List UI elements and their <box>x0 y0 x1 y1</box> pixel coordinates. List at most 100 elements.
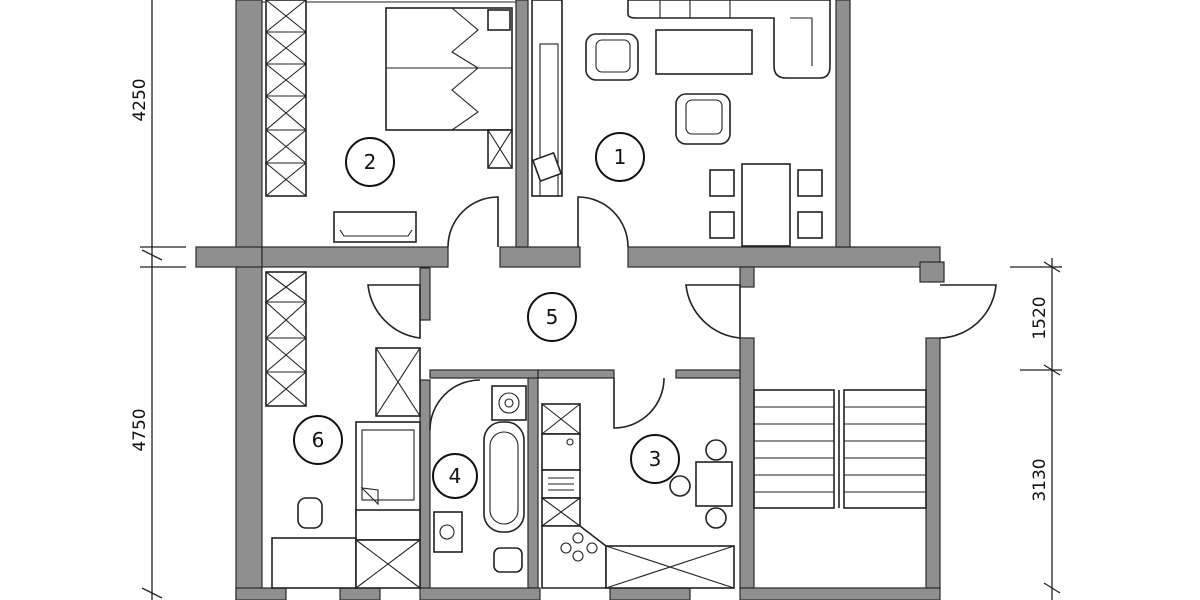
dim-right-upper-text: 1520 <box>1030 296 1050 339</box>
wall-bottom-b <box>339 587 381 600</box>
stair-flight-left <box>753 389 835 509</box>
room-6-circle <box>293 415 343 465</box>
wall-mid-a <box>261 246 449 268</box>
dimensions-left: 4250 4750 <box>130 0 186 600</box>
door-room6-swing <box>367 284 421 339</box>
wardrobe-room2-cross <box>265 0 307 197</box>
kitchen-table <box>695 461 733 507</box>
kitchen-cabinet-bottom-cross <box>605 545 735 589</box>
room-6-label: 6 <box>312 428 325 452</box>
door-entrance-swing <box>685 284 741 339</box>
wall-unit-inner <box>539 43 559 197</box>
kitchen-cabinet-top-cross <box>541 403 581 435</box>
pillow-top <box>487 9 511 31</box>
radiator-room2 <box>333 211 417 243</box>
wall-left-outer <box>235 0 263 600</box>
dining-table <box>741 163 791 247</box>
armchair-1 <box>585 33 639 81</box>
room-1-circle <box>595 132 645 182</box>
wall-kitchen-top <box>537 369 615 379</box>
stair-treads <box>754 406 926 493</box>
washbasin-drain <box>439 524 455 540</box>
drawer-room6 <box>355 509 421 541</box>
room-2-furniture <box>265 0 513 243</box>
chair-dining-2 <box>709 211 735 239</box>
wall-partition-6-4 <box>419 267 431 321</box>
dim-right-lower-text: 3130 <box>1030 458 1050 501</box>
wall-bottom-a <box>235 587 287 600</box>
coffee-table <box>655 29 753 75</box>
radiator-room2-detail <box>339 229 413 237</box>
counter-lines <box>548 477 574 491</box>
wardrobe-room6-cross <box>265 271 307 407</box>
room-2-label: 2 <box>364 150 377 174</box>
walls <box>195 0 945 600</box>
dim-left-upper-text: 4250 <box>130 78 150 121</box>
sink <box>541 433 581 471</box>
bed-room6-inner <box>361 429 415 501</box>
wall-mid-b <box>499 246 581 268</box>
wall-stair-left <box>739 337 755 589</box>
wall-bottom-e <box>739 587 941 600</box>
armchair-2 <box>675 93 731 145</box>
room-1-label: 1 <box>614 145 627 169</box>
room-1-furniture <box>531 0 831 247</box>
sink-drain <box>566 438 574 446</box>
door-room2-swing <box>447 196 499 248</box>
wall-mid-left-stub <box>195 246 263 268</box>
chair-dining-1 <box>709 169 735 197</box>
stool-3 <box>705 507 727 529</box>
washbasin <box>433 511 463 553</box>
wall-bottom-d <box>609 587 691 600</box>
room-5-circle <box>527 292 577 342</box>
stair-flight-right <box>843 389 927 509</box>
room-5-label: 5 <box>546 305 559 329</box>
cabinet-room6-cross <box>375 347 421 417</box>
wall-stair-right <box>925 337 941 589</box>
desk-room6 <box>271 537 357 589</box>
room-3-circle <box>630 434 680 484</box>
door-bath-swing <box>429 379 481 431</box>
sofa-cushions <box>659 0 813 66</box>
dim-left-tick-1 <box>141 249 163 261</box>
room-2-circle <box>345 137 395 187</box>
wall-right-room1 <box>835 0 851 248</box>
wall-partition-6-4-lower <box>419 379 431 589</box>
tv-set <box>531 151 563 183</box>
door-landing-swing <box>939 284 997 339</box>
bathtub <box>483 421 525 533</box>
bed-room6-fold <box>360 487 379 506</box>
boiler <box>491 385 527 421</box>
wall-stair-left-top <box>739 266 755 288</box>
chair-dining-4 <box>797 211 823 239</box>
sofa <box>627 0 831 79</box>
dim-right-tick-3 <box>1043 582 1061 594</box>
door-room1-swing <box>577 196 629 248</box>
wall-bath-top <box>429 369 539 379</box>
burner-1 <box>560 542 572 554</box>
chair-room6 <box>297 497 323 529</box>
armchair-1-seat <box>595 39 631 73</box>
toilet <box>493 547 523 573</box>
room-4-furniture <box>433 385 527 573</box>
nightstand-cross <box>487 129 513 169</box>
stairwell <box>753 389 927 509</box>
armchair-2-seat <box>685 99 723 135</box>
doors <box>367 196 997 431</box>
burner-2 <box>572 532 584 544</box>
boiler-dial <box>498 392 520 414</box>
dim-right-tick-1 <box>1043 261 1061 273</box>
wall-partition-2-1 <box>515 0 529 248</box>
dim-left-lower-text: 4750 <box>130 408 150 451</box>
wardrobe-room2 <box>265 0 307 197</box>
dim-left-tick-2 <box>141 587 163 599</box>
dim-right-tick-2 <box>1043 364 1061 376</box>
bed-blanket <box>451 7 479 131</box>
room-4-circle <box>432 453 478 499</box>
wall-mid-c <box>627 246 941 268</box>
boiler-dial-inner <box>504 398 514 408</box>
dimensions-right: 1520 3130 <box>1010 258 1062 600</box>
room-4-label: 4 <box>449 464 462 488</box>
burner-4 <box>586 542 598 554</box>
room-3-label: 3 <box>649 447 662 471</box>
